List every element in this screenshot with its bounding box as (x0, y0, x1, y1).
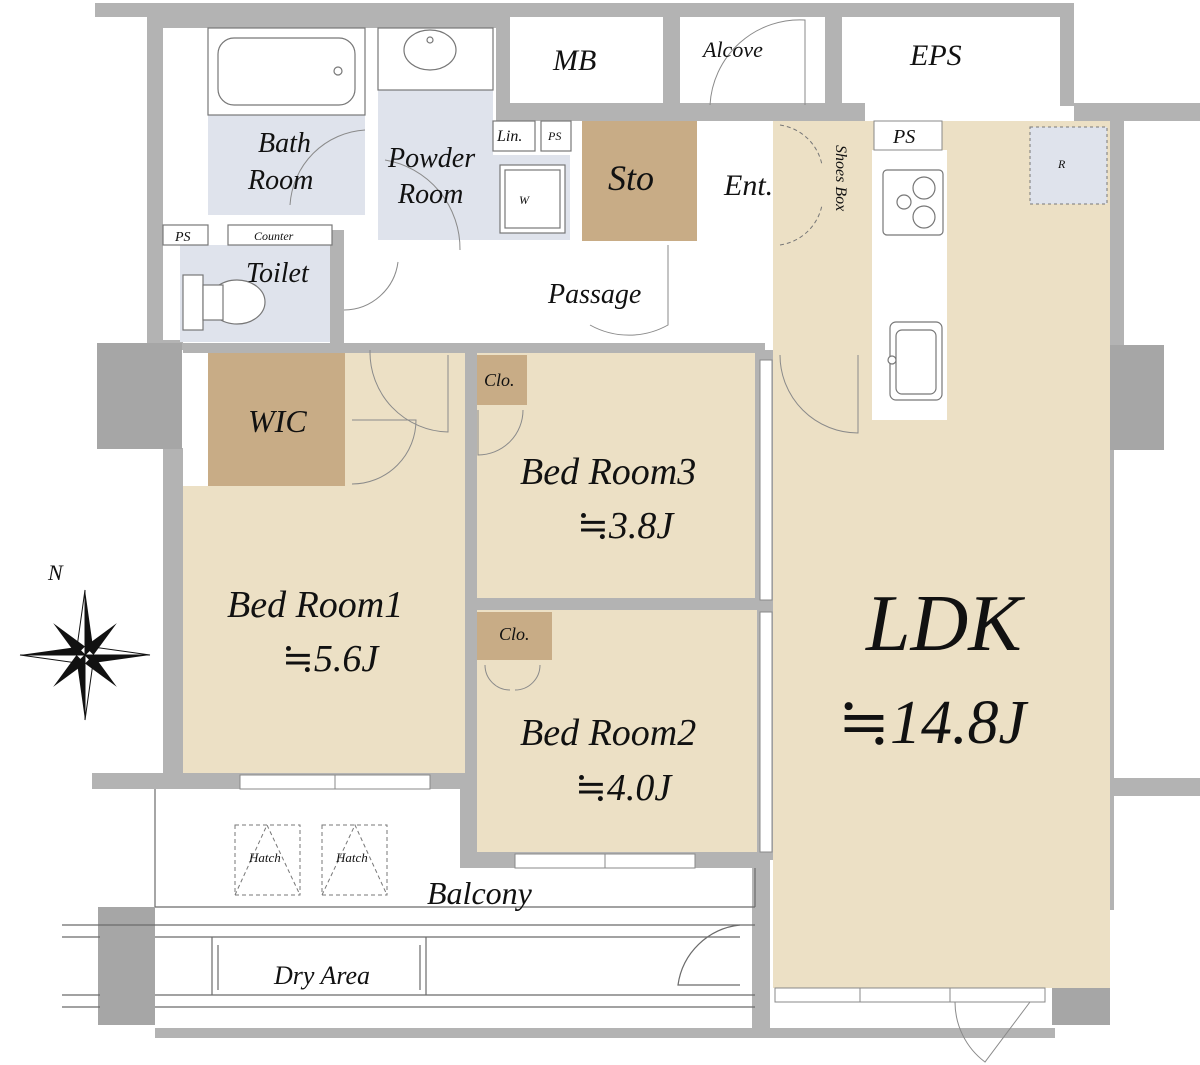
eps-label: EPS (909, 39, 962, 72)
ps-label-toilet: PS (174, 230, 191, 245)
bed-room1-area (183, 486, 465, 773)
bed-room3-name: Bed Room3 (520, 451, 696, 493)
alcove-label: Alcove (701, 37, 763, 62)
closet2-label: Clo. (499, 624, 530, 644)
bed-room1-area: ≒5.6J (282, 638, 380, 680)
shoes-box-label: Shoes Box (832, 145, 849, 211)
fridge-label: R (1057, 157, 1066, 171)
mb-room (510, 17, 663, 103)
balcony-lines (62, 789, 756, 1008)
mb-label: MB (552, 44, 596, 77)
ps-label-small: PS (547, 129, 561, 143)
toilet-label: Toilet (246, 258, 310, 289)
ps-box-kitchen (873, 120, 943, 151)
bathtub (207, 27, 366, 116)
hatch-label-2: Hatch (335, 850, 368, 865)
balcony-label: Balcony (427, 875, 533, 911)
compass-rose-icon (19, 589, 151, 721)
fridge-space (1029, 126, 1108, 205)
kitchen-sink (887, 321, 943, 401)
closet3-label: Clo. (484, 370, 515, 390)
ldk-area: ≒14.8J (838, 689, 1028, 757)
lin-box (492, 120, 572, 152)
wic-label: WIC (248, 403, 307, 439)
toilet-fixture (182, 274, 266, 331)
powder-label-line2: Room (397, 179, 463, 210)
ldk-name: LDK (865, 580, 1025, 668)
bed-room2-area: ≒4.0J (575, 767, 673, 809)
bed-room2-name: Bed Room2 (520, 712, 696, 754)
ps-label-kitchen: PS (892, 126, 915, 148)
washer-box (499, 164, 566, 234)
eps-room (842, 17, 1060, 103)
sto-room (582, 121, 697, 241)
washer-label: W (519, 193, 530, 207)
bath-label-line1: Bath (258, 128, 311, 159)
ldk-extension (773, 426, 1100, 988)
door-swings (289, 19, 1031, 1063)
bed-room3-area: ≒3.8J (577, 505, 675, 547)
compass-north-label: N (47, 560, 64, 585)
powder-label-line1: Powder (387, 143, 475, 174)
windows (239, 359, 1046, 1003)
counter-label: Counter (254, 229, 294, 243)
wic-room (208, 353, 345, 486)
alcove-room (680, 17, 825, 103)
hatch-label-1: Hatch (248, 850, 281, 865)
ent-label: Ent. (723, 169, 773, 202)
bath-label-line2: Room (247, 165, 313, 196)
sink-basin (377, 27, 494, 91)
powder-room (378, 90, 493, 240)
bath-room (208, 115, 365, 215)
sto-label: Sto (608, 158, 654, 198)
closet-2 (477, 612, 552, 660)
stove (882, 169, 944, 236)
hatch-marks (234, 823, 388, 896)
dry-area-label: Dry Area (273, 961, 370, 990)
closet-3 (477, 355, 527, 405)
passage-label: Passage (547, 279, 641, 310)
bed-room1-name: Bed Room1 (227, 584, 403, 626)
lin-label: Lin. (496, 128, 522, 145)
counter-box (162, 224, 333, 246)
